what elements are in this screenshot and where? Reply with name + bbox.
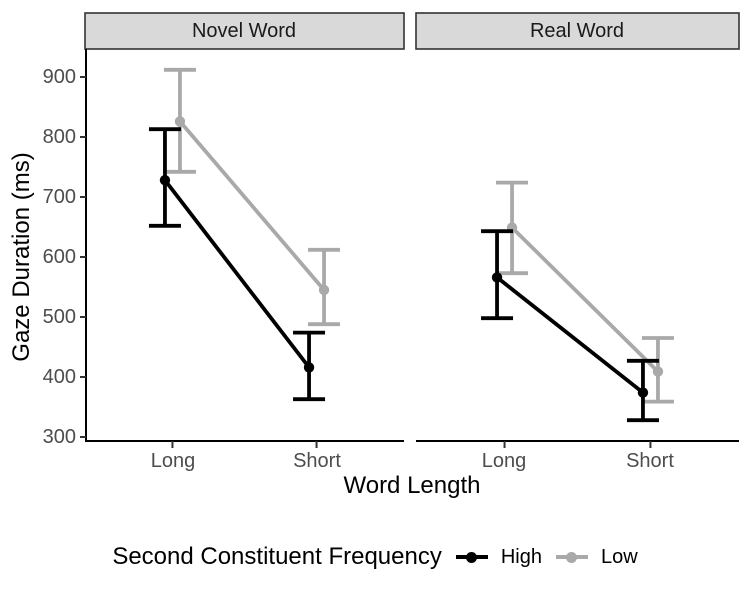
y-tick-label-800: 800 (42, 126, 76, 148)
data-point-novel-word-low-short (318, 284, 330, 296)
legend-label-low: Low (600, 545, 638, 568)
y-tick-label-600: 600 (42, 246, 76, 268)
legend-key-dot (566, 551, 578, 563)
y-axis-title: Gaze Duration (ms) (8, 152, 35, 362)
legend-entry-low: Low (555, 545, 638, 569)
legend-key-high-line-point-icon (455, 551, 488, 563)
facet-strip-label-novel-word: Novel Word (191, 20, 297, 42)
legend-entry-high: High (455, 545, 542, 569)
y-tick-label-300: 300 (42, 426, 76, 448)
data-point-novel-word-low-long (174, 116, 186, 127)
data-point-novel-word-high-long (159, 175, 171, 186)
x-axis-title: Word Length (343, 472, 481, 499)
series-line-real-word-low (510, 226, 660, 373)
series-line-novel-word-low (178, 120, 326, 292)
series-line-real-word-high (495, 275, 645, 395)
legend-key-dot (466, 551, 478, 563)
y-tick-label-700: 700 (42, 186, 76, 208)
data-point-real-word-low-short (652, 366, 664, 377)
data-point-real-word-high-long (491, 272, 503, 283)
data-point-novel-word-high-short (303, 362, 315, 373)
legend-label-high: High (500, 545, 542, 568)
x-tick-label-short-novel: Short (293, 450, 341, 472)
facet-strip-1 (415, 12, 740, 50)
x-tick-label-long-novel: Long (150, 450, 196, 472)
legend-key-low-line-point-icon (555, 551, 588, 563)
x-tick-label-long-real: Long (481, 450, 527, 472)
data-point-real-word-high-short (637, 387, 649, 398)
facet-strip-0 (84, 12, 405, 50)
legend-title: Second Constituent Frequency (112, 543, 442, 570)
y-tick-label-400: 400 (42, 366, 76, 388)
legend: Second Constituent Frequency High Low (0, 542, 750, 572)
facet-strip-label-real-word: Real Word (529, 20, 625, 42)
y-tick-label-900: 900 (42, 66, 76, 88)
x-tick-label-short-real: Short (626, 450, 674, 472)
series-line-novel-word-high (163, 179, 311, 369)
y-tick-label-500: 500 (42, 306, 76, 328)
